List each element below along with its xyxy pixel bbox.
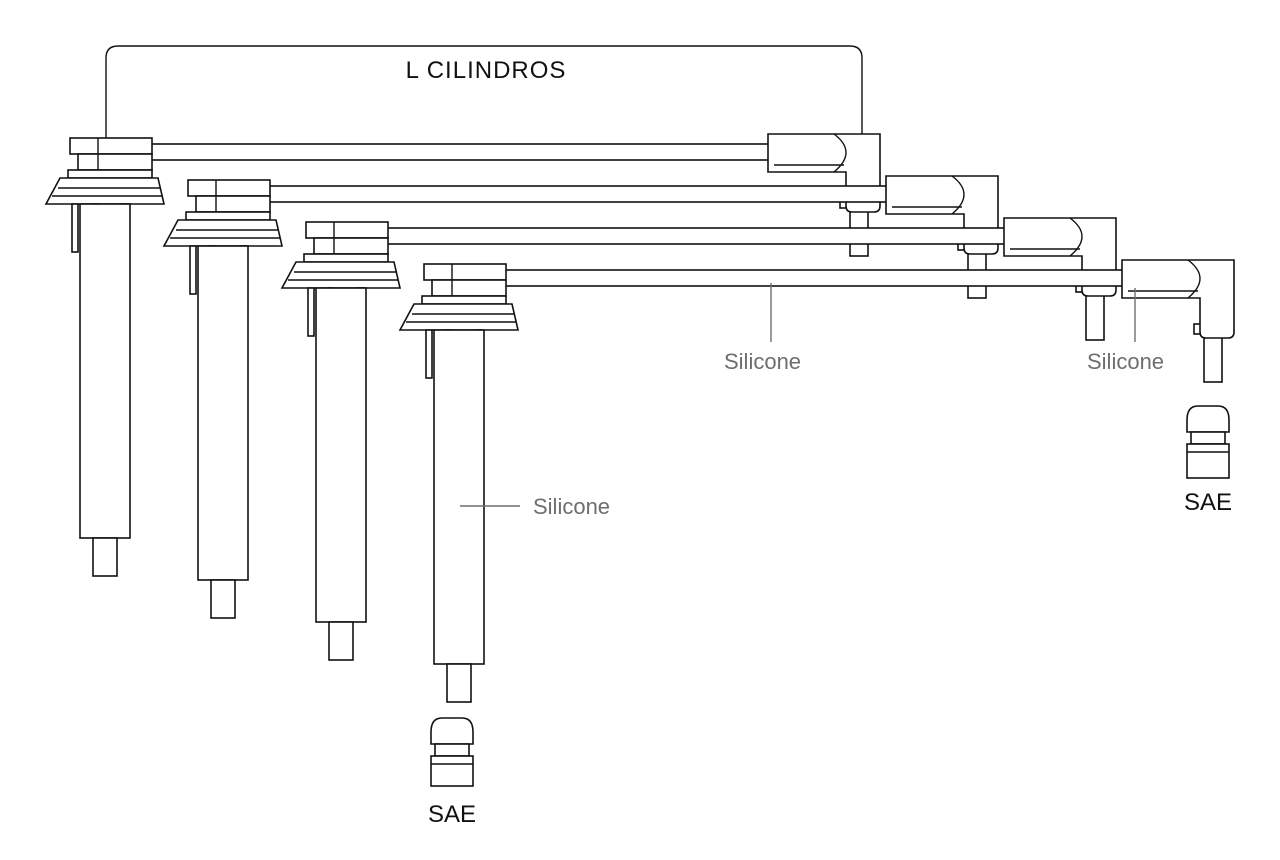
coil-skirt bbox=[162, 219, 284, 247]
coil-leg bbox=[307, 287, 315, 337]
wire-assembly-2 bbox=[162, 175, 999, 619]
label-silicone-coil-boot: Silicone bbox=[533, 494, 610, 519]
coil-connector-top bbox=[69, 137, 153, 155]
label-sae-left: SAE bbox=[428, 801, 476, 828]
coil-connector-top bbox=[187, 179, 271, 197]
silicone-cable bbox=[383, 227, 1007, 245]
coil-skirt-ring bbox=[303, 253, 389, 263]
label-sae-right: SAE bbox=[1184, 489, 1232, 516]
silicone-cable bbox=[147, 143, 771, 161]
coil-skirt-ring bbox=[421, 295, 507, 305]
silicone-cable bbox=[501, 269, 1125, 287]
set-title: L CILINDROS bbox=[406, 57, 567, 84]
coil-leg bbox=[425, 329, 433, 379]
sae-terminal-right bbox=[1186, 405, 1230, 479]
coil-connector-top bbox=[423, 263, 507, 281]
coil-leg bbox=[71, 203, 79, 253]
coil-connector-mid bbox=[313, 237, 389, 255]
elbow-boot bbox=[1121, 259, 1235, 339]
coil-terminal bbox=[328, 621, 354, 661]
coil-terminal bbox=[446, 663, 472, 703]
wire-assembly-4 bbox=[398, 259, 1235, 703]
coil-connector-mid bbox=[195, 195, 271, 213]
coil-skirt bbox=[280, 261, 402, 289]
coil-boot-body bbox=[433, 329, 485, 665]
elbow-boot-curve bbox=[951, 175, 965, 215]
coil-skirt-ring bbox=[185, 211, 271, 221]
elbow-boot-curve bbox=[1069, 217, 1083, 257]
coil-skirt bbox=[44, 177, 166, 205]
coil-leg bbox=[189, 245, 197, 295]
silicone-cable bbox=[265, 185, 889, 203]
coil-connector-top bbox=[305, 221, 389, 239]
coil-boot-body bbox=[315, 287, 367, 623]
coil-terminal bbox=[210, 579, 236, 619]
label-silicone-cable: Silicone bbox=[724, 349, 801, 374]
sae-terminal-left bbox=[430, 717, 474, 787]
wire-assembly-3 bbox=[280, 217, 1117, 661]
wire-set bbox=[44, 133, 1235, 703]
label-silicone-boot: Silicone bbox=[1087, 349, 1164, 374]
set-bracket bbox=[105, 45, 863, 140]
coil-boot-body bbox=[79, 203, 131, 539]
elbow-boot-curve bbox=[1187, 259, 1201, 299]
elbow-boot-curve bbox=[833, 133, 847, 173]
coil-skirt bbox=[398, 303, 520, 331]
coil-boot-body bbox=[197, 245, 249, 581]
coil-connector-mid bbox=[431, 279, 507, 297]
coil-connector-mid bbox=[77, 153, 153, 171]
coil-skirt-ring bbox=[67, 169, 153, 179]
coil-terminal bbox=[92, 537, 118, 577]
